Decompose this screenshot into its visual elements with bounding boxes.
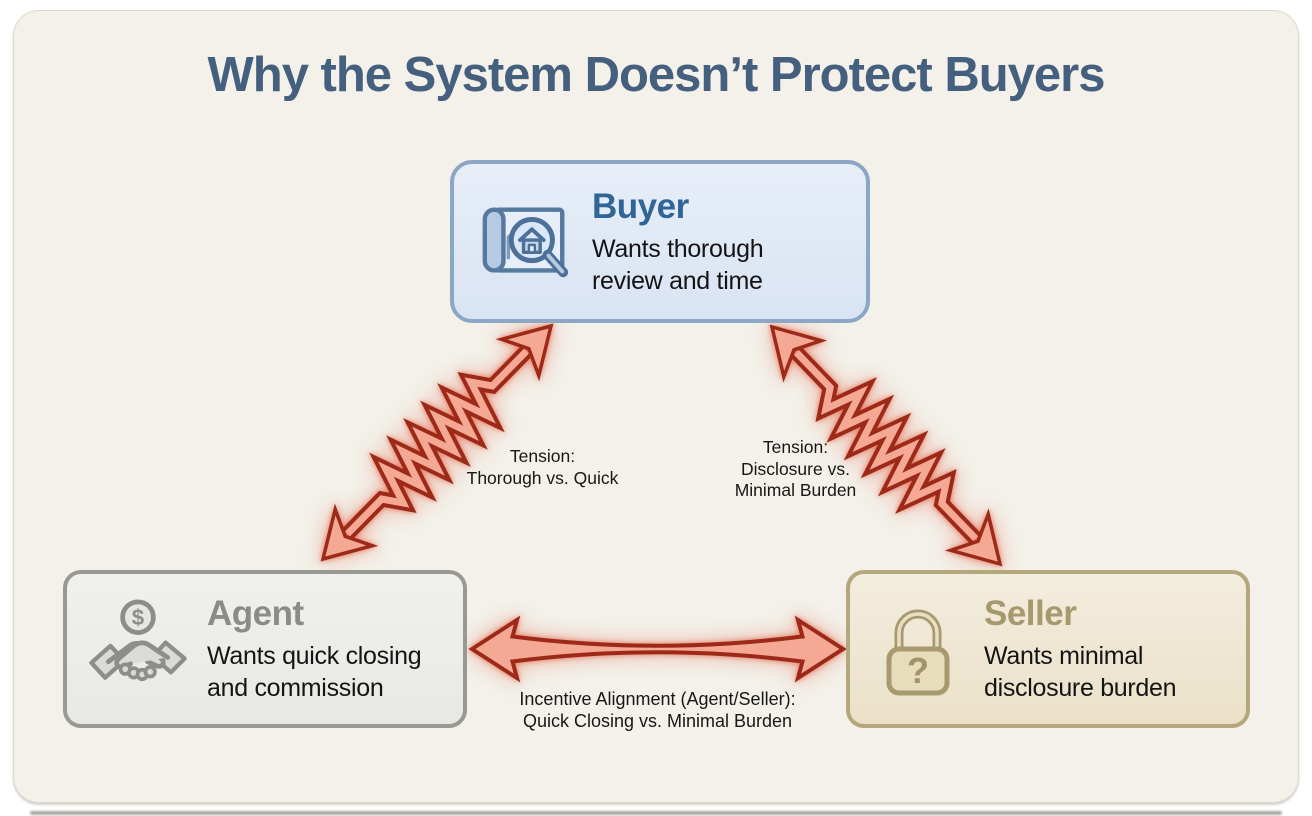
seller-label: Seller	[984, 594, 1077, 633]
dollar-glyph: $	[132, 605, 145, 630]
buyer-label: Buyer	[592, 186, 689, 226]
alignment-label-agent-seller: Incentive Alignment (Agent/Seller):Quick…	[519, 689, 796, 732]
page-title: Why the System Doesn’t Protect Buyers	[207, 48, 1106, 102]
tension-label-buyer-seller: Tension:Disclosure vs.Minimal Burden	[734, 437, 857, 501]
agent-label: Agent	[207, 594, 304, 633]
question-glyph: ?	[907, 650, 929, 691]
bottom-shadow-line	[30, 811, 1282, 815]
blueprint-magnifier-icon	[476, 193, 574, 291]
handshake-dollar-icon: $	[85, 596, 191, 702]
tension-label-buyer-agent: Tension:Thorough vs. Quick	[466, 446, 619, 488]
padlock-question-icon: ?	[868, 595, 968, 703]
